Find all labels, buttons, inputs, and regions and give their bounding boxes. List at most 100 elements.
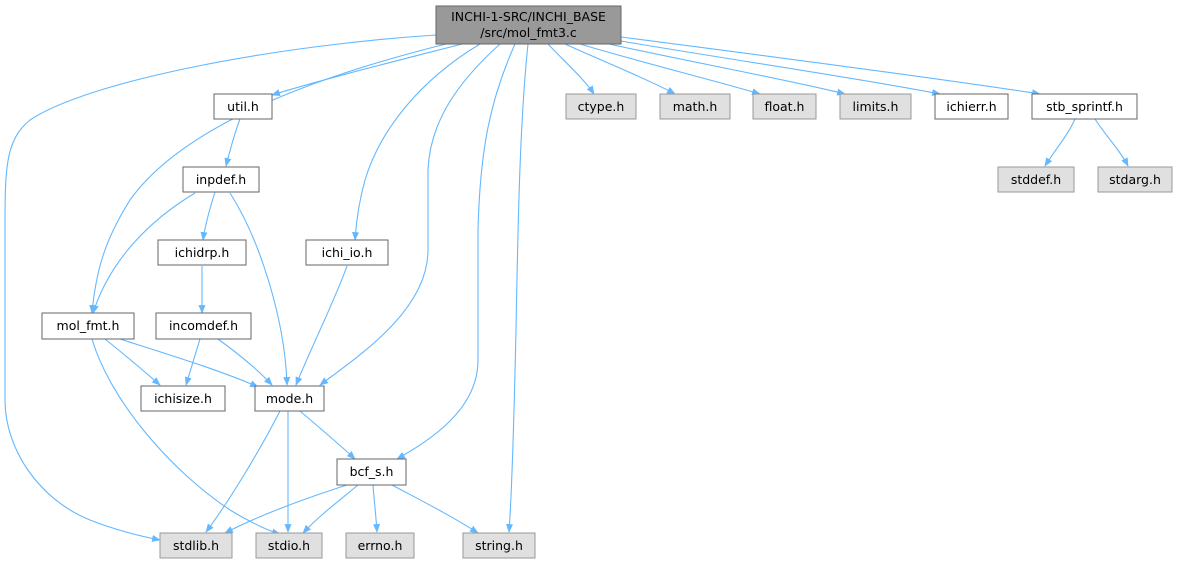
ctype-box — [565, 93, 637, 120]
node-stddef[interactable]: stddef.h — [997, 166, 1075, 193]
node-ctype[interactable]: ctype.h — [565, 93, 637, 120]
bcf-s-box — [336, 458, 407, 486]
root-box — [435, 5, 622, 45]
stdlib-box — [159, 532, 233, 559]
edge-bcfs-stdio — [302, 484, 359, 534]
mode-label: mode.h — [266, 391, 313, 406]
node-math[interactable]: math.h — [659, 93, 731, 120]
node-util[interactable]: util.h — [213, 93, 273, 120]
stddef-label: stddef.h — [1011, 172, 1061, 187]
edge-molfmt-mode — [119, 338, 259, 388]
ichi-io-box — [305, 239, 389, 266]
edge-root-math — [564, 43, 676, 95]
root-label-line2: /src/mol_fmt3.c — [480, 25, 577, 40]
edge-root-limits — [599, 41, 846, 96]
edge-root-molfmt — [89, 42, 451, 314]
stdio-box — [255, 532, 323, 559]
edge-root-util — [271, 42, 467, 96]
node-limits[interactable]: limits.h — [839, 93, 912, 120]
stb-sprintf-box — [1031, 93, 1138, 120]
limits-label: limits.h — [853, 99, 899, 114]
edge-bcfs-string — [391, 484, 479, 534]
stddef-box — [997, 166, 1075, 193]
node-stdarg[interactable]: stdarg.h — [1097, 166, 1173, 193]
errno-label: errno.h — [358, 538, 403, 553]
string-box — [462, 532, 536, 559]
edge-root-ctype — [547, 43, 595, 95]
ichisize-box — [140, 385, 226, 412]
inpdef-label: inpdef.h — [196, 172, 246, 187]
edge-root-stb — [620, 36, 1041, 97]
float-label: float.h — [765, 99, 805, 114]
util-label: util.h — [227, 99, 259, 114]
edge-util-inpdef — [224, 118, 241, 167]
string-label: string.h — [475, 538, 523, 553]
ichierr-box — [934, 93, 1009, 120]
node-incomdef[interactable]: incomdef.h — [155, 312, 252, 340]
node-float[interactable]: float.h — [752, 93, 817, 120]
stdlib-label: stdlib.h — [173, 538, 219, 553]
util-box — [213, 93, 273, 120]
edge-inpdef-ichidrp — [200, 191, 216, 241]
edge-incomdef-ichisize — [184, 338, 201, 386]
node-bcf-s[interactable]: bcf_s.h — [336, 458, 407, 486]
incomdef-box — [155, 312, 252, 340]
mol-fmt-box — [41, 312, 135, 340]
math-label: math.h — [673, 99, 718, 114]
node-errno[interactable]: errno.h — [345, 532, 415, 559]
node-string[interactable]: string.h — [462, 532, 536, 559]
incomdef-label: incomdef.h — [169, 318, 238, 333]
stdio-label: stdio.h — [268, 538, 310, 553]
ichisize-label: ichisize.h — [154, 391, 212, 406]
node-root[interactable]: INCHI-1-SRC/INCHI_BASE /src/mol_fmt3.c — [435, 5, 622, 45]
nodes-group: INCHI-1-SRC/INCHI_BASE /src/mol_fmt3.c u… — [41, 5, 1173, 559]
node-ichi-io[interactable]: ichi_io.h — [305, 239, 389, 266]
float-box — [752, 93, 817, 120]
stdarg-label: stdarg.h — [1109, 172, 1161, 187]
mol-fmt-label: mol_fmt.h — [57, 318, 120, 333]
node-stdlib[interactable]: stdlib.h — [159, 532, 233, 559]
ichidrp-label: ichidrp.h — [175, 245, 230, 260]
edge-bcfs-stdlib — [224, 483, 351, 534]
ichidrp-box — [157, 239, 247, 266]
edge-mode-bcfs — [299, 410, 356, 460]
edges-group — [4, 34, 1129, 542]
errno-box — [345, 532, 415, 559]
node-stb-sprintf[interactable]: stb_sprintf.h — [1031, 93, 1138, 120]
root-label-line1: INCHI-1-SRC/INCHI_BASE — [451, 9, 606, 24]
edge-molfmt-stdio — [91, 338, 281, 536]
stb-sprintf-label: stb_sprintf.h — [1046, 99, 1123, 114]
edge-root-mode — [319, 43, 501, 386]
edge-root-stdlib — [4, 34, 437, 542]
node-ichierr[interactable]: ichierr.h — [934, 93, 1009, 120]
mode-box — [254, 385, 325, 412]
edge-root-float — [579, 43, 761, 96]
ichierr-label: ichierr.h — [946, 99, 996, 114]
edge-ichiio-mode — [295, 265, 348, 386]
node-ichisize[interactable]: ichisize.h — [140, 385, 226, 412]
edge-root-string — [506, 43, 529, 533]
edge-stb-stddef — [1044, 118, 1076, 167]
node-mode[interactable]: mode.h — [254, 385, 325, 412]
edge-root-ichierr — [614, 39, 941, 96]
edge-bcfs-errno — [372, 484, 381, 533]
node-inpdef[interactable]: inpdef.h — [182, 166, 260, 193]
ichi-io-label: ichi_io.h — [322, 245, 373, 260]
edge-inpdef-molfmt — [92, 192, 196, 314]
edge-root-ichiio — [352, 43, 481, 241]
edge-incomdef-mode — [217, 338, 273, 386]
ctype-label: ctype.h — [578, 99, 625, 114]
math-box — [659, 93, 731, 120]
node-mol-fmt[interactable]: mol_fmt.h — [41, 312, 135, 340]
bcf-s-label: bcf_s.h — [350, 464, 394, 479]
stdarg-box — [1097, 166, 1173, 193]
edge-molfmt-ichisize — [104, 338, 161, 386]
limits-box — [839, 93, 912, 120]
inpdef-box — [182, 166, 260, 193]
edge-inpdef-mode — [229, 192, 291, 386]
edge-mode-stdlib — [205, 410, 281, 533]
node-ichidrp[interactable]: ichidrp.h — [157, 239, 247, 266]
node-stdio[interactable]: stdio.h — [255, 532, 323, 559]
edge-root-bcfs — [396, 43, 516, 460]
